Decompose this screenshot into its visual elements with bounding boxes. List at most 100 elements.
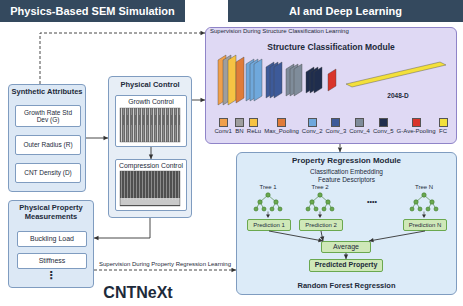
- arrowhead: [201, 98, 206, 102]
- connector-line: [192, 100, 205, 101]
- node-title: Physical Property Measurements: [11, 204, 91, 221]
- connector: [94, 268, 236, 272]
- process-box: Stiffness: [17, 253, 87, 269]
- arrowhead: [201, 31, 206, 35]
- legend-label: Conv_4: [349, 128, 370, 135]
- legend-swatch: [439, 118, 448, 127]
- tree-label: Tree N: [415, 184, 433, 191]
- legend-item: Conv_2: [302, 118, 323, 135]
- node-label: Buckling Load: [30, 235, 74, 243]
- node-title: Compression Control: [118, 162, 184, 170]
- label-slot: 2048-D: [387, 92, 408, 99]
- legend-label: Max_Pooling: [264, 128, 299, 135]
- legend-swatch: [249, 118, 258, 127]
- legend-item: Max_Pooling: [264, 118, 299, 135]
- legend-swatch: [219, 118, 228, 127]
- text-slot: Property Regression Module: [239, 156, 454, 165]
- edge-label: Supervision During Structure Classificat…: [209, 28, 350, 35]
- process-box: Buckling Load: [17, 231, 87, 247]
- process-box: Growth Rate Std Dev (G): [15, 105, 81, 127]
- process-box: Compression Control: [115, 159, 187, 211]
- node-title: Property Regression Module: [239, 156, 454, 165]
- text-slot: Feature Descriptors: [239, 176, 454, 183]
- connector: [192, 98, 205, 102]
- node-label: Physics-Based SEM Simulation: [10, 5, 174, 18]
- arrowhead: [232, 268, 237, 272]
- label-slot: Tree 1: [259, 184, 276, 191]
- arrowhead: [318, 238, 323, 242]
- legend-swatch: [379, 118, 388, 127]
- connector: [40, 31, 205, 84]
- connector-line: [151, 147, 152, 159]
- node-title: Structure Classification Module: [208, 43, 454, 53]
- legend-swatch: [235, 118, 244, 127]
- legend-label: Conv_5: [373, 128, 394, 135]
- connector-line: [86, 138, 108, 139]
- connector: [86, 136, 108, 140]
- panel: Synthetic AttributesGrowth Rate Std Dev …: [8, 84, 86, 192]
- node-label: AI and Deep Learning: [289, 5, 402, 18]
- legend-item: Conv_3: [326, 118, 347, 135]
- arrowhead: [104, 136, 109, 140]
- connector-line: [340, 144, 341, 152]
- header-band: Physics-Based SEM Simulation: [0, 0, 185, 22]
- process-box: Outer Radius (R): [15, 135, 81, 155]
- process-box: CNT Density (D): [15, 163, 81, 183]
- arrowhead: [149, 155, 153, 160]
- connector: [344, 253, 348, 259]
- legend-label: ReLu: [247, 128, 261, 135]
- process-box: Growth Control: [115, 95, 187, 147]
- label-slot: ••••: [367, 198, 377, 206]
- legend-label: BN: [235, 128, 243, 135]
- connector: [320, 231, 324, 241]
- node-label: CNT Density (D): [24, 169, 72, 176]
- header-band: AI and Deep Learning: [228, 0, 463, 22]
- legend-item: BN: [235, 118, 244, 135]
- legend-label: Conv1: [214, 128, 231, 135]
- text-slot: Growth Control: [118, 98, 184, 106]
- text-slot: Compression Control: [118, 162, 184, 170]
- connector-line: [40, 33, 205, 84]
- tree-label: Tree 2: [311, 184, 328, 191]
- node-text: Random Forest Regression: [239, 282, 454, 291]
- legend: Conv1 BN ReLuMax_PoolingConv_2Conv_3Conv_4…: [208, 118, 454, 135]
- module-panel: Property Regression ModuleClassification…: [236, 152, 457, 295]
- edge-label-slot: Supervision During Property Regression L…: [98, 261, 232, 268]
- arrowhead: [344, 255, 348, 260]
- node-label: Prediction 1: [253, 222, 285, 229]
- node-label: Prediction 2: [305, 222, 337, 229]
- node-label: Outer Radius (R): [23, 141, 72, 148]
- legend-label: FC: [439, 128, 447, 135]
- legend-label: Conv_3: [326, 128, 347, 135]
- node-title: Synthetic Attributes: [11, 88, 83, 97]
- tree-icons: [254, 193, 438, 218]
- label-slot: CNTNeXt: [103, 284, 172, 302]
- result-box: Prediction 2: [299, 219, 343, 231]
- result-box: Predicted Property: [309, 259, 383, 272]
- result-box: Average: [321, 241, 371, 253]
- connector-line: [321, 231, 323, 241]
- legend-label: Conv_2: [302, 128, 323, 135]
- edge-label-slot: Supervision During Structure Classificat…: [209, 28, 350, 35]
- node-label: Growth Rate Std Dev (G): [18, 109, 78, 124]
- connector: [338, 144, 342, 152]
- connector-line: [94, 270, 236, 271]
- label-slot: Tree 2: [311, 184, 328, 191]
- connector-line: [346, 253, 347, 259]
- node-title: Growth Control: [118, 98, 184, 106]
- node-text: Feature Descriptors: [239, 176, 454, 183]
- legend-item: G-Ave-Pooling: [397, 118, 436, 135]
- legend-item: Conv1: [214, 118, 231, 135]
- panel: Physical ControlGrowth ControlCompressio…: [108, 76, 192, 218]
- result-box: Prediction 1: [247, 219, 291, 231]
- connector: [269, 231, 323, 242]
- legend-swatch: [308, 118, 317, 127]
- tree-label: Tree 1: [259, 184, 276, 191]
- text-slot: Structure Classification Module: [208, 43, 454, 53]
- legend-swatch: [355, 118, 364, 127]
- brand-title: CNTNeXt: [103, 284, 172, 302]
- connector-line: [369, 231, 425, 241]
- node-label: Predicted Property: [315, 261, 378, 269]
- text-slot: Physical Control: [111, 81, 189, 90]
